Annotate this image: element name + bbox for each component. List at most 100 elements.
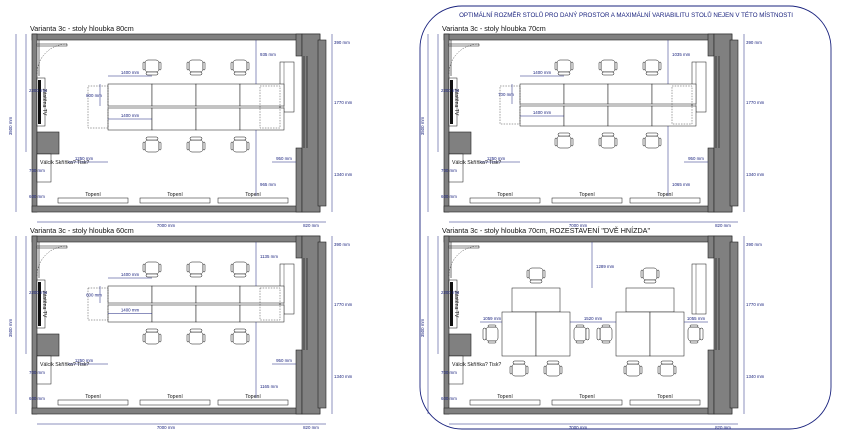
chair xyxy=(186,59,206,76)
wall-right-upper xyxy=(295,33,303,57)
wall-outer-right xyxy=(317,39,327,207)
heater-label: Topení xyxy=(579,192,595,198)
door-swing xyxy=(448,43,480,75)
desk xyxy=(519,83,565,105)
desk xyxy=(239,304,285,323)
dim-right-width: 820 mm xyxy=(303,425,319,430)
wall-bottom xyxy=(31,407,321,415)
dim-left-total: 3500 mm xyxy=(8,319,13,338)
dim-desk-depth: 600 mm xyxy=(86,293,102,298)
dim-left-upper: 2200 mm xyxy=(441,88,460,93)
door-leaf xyxy=(448,245,480,249)
chair xyxy=(230,328,250,345)
desk xyxy=(511,287,561,313)
wall-right-lower xyxy=(707,147,715,213)
tv-panel xyxy=(38,80,41,124)
chair xyxy=(142,136,162,153)
chair xyxy=(554,132,574,149)
dim-right-mid: 1770 mm xyxy=(334,302,353,307)
dim-left-low: 600 mm xyxy=(441,396,457,401)
desk-extension-right xyxy=(671,85,693,125)
wall-right-pier xyxy=(301,235,321,415)
desk xyxy=(151,285,197,304)
door-swing xyxy=(36,43,68,75)
right-cabinet xyxy=(691,263,707,315)
heater-label: Topení xyxy=(85,192,101,198)
desk xyxy=(107,285,153,304)
dim-desk-width: 1400 mm xyxy=(121,70,140,75)
cabinet xyxy=(448,355,464,385)
chair xyxy=(598,59,618,76)
tv-panel xyxy=(450,80,453,124)
chair xyxy=(142,261,162,278)
desk-extension-left xyxy=(499,85,521,125)
heater xyxy=(217,399,289,406)
chair xyxy=(573,324,590,344)
dim-left-upper: 2200 mm xyxy=(29,290,48,295)
dim-left-gap: 1250 mm xyxy=(75,156,94,161)
cabinet xyxy=(36,153,52,183)
dim-left-total: 3500 mm xyxy=(8,117,13,136)
heater-label: Topení xyxy=(245,192,261,198)
wall-top xyxy=(31,235,321,243)
heater xyxy=(139,399,211,406)
dim-right-low: 1340 mm xyxy=(334,374,353,379)
dim-left-upper: 2200 mm xyxy=(29,88,48,93)
dim-desk-width-2: 1400 mm xyxy=(121,308,140,313)
dim-desk-width: 1400 mm xyxy=(533,70,552,75)
wall-left xyxy=(31,33,38,213)
dim-right-top: 390 mm xyxy=(746,242,762,247)
chair xyxy=(642,132,662,149)
dim-right-mid: 1770 mm xyxy=(746,100,765,105)
wall-bottom xyxy=(443,407,733,415)
door-swing xyxy=(36,245,68,277)
plan-title: Varianta 3c - stoly hloubka 80cm xyxy=(30,24,134,33)
wall-outer-right xyxy=(729,241,739,409)
wall-right-lower xyxy=(707,349,715,415)
chair xyxy=(598,132,618,149)
heater-label: Topení xyxy=(579,394,595,400)
floorplan-4: Varianta 3c - stoly hloubka 70cm, ROZEST… xyxy=(420,226,765,430)
wall-bottom xyxy=(443,205,733,213)
chair xyxy=(142,328,162,345)
dim-left-low: 600 mm xyxy=(29,194,45,199)
chair xyxy=(623,360,643,377)
heater-label: Topení xyxy=(497,394,513,400)
desk-extension-left xyxy=(87,287,109,321)
desk xyxy=(151,83,197,107)
dim-right-low: 1340 mm xyxy=(746,172,765,177)
dim-left-mid: 700 mm xyxy=(29,168,45,173)
chair xyxy=(482,324,499,344)
plan-title: Varianta 3c - stoly hloubka 70cm xyxy=(442,24,546,33)
tv-panel xyxy=(38,282,41,326)
cabinet-block xyxy=(36,333,60,357)
cabinet-label: Válcik Skříňka? Tisk? xyxy=(452,160,501,166)
dim-right-mid: 1770 mm xyxy=(334,100,353,105)
desk xyxy=(195,285,241,304)
desk xyxy=(607,105,653,127)
desk xyxy=(239,285,285,304)
wall-outer-right xyxy=(729,39,739,207)
heater xyxy=(139,197,211,204)
optimal-size-note: OPTIMÁLNÍ ROZMĚR STOLŮ PRO DANÝ PROSTOR … xyxy=(459,11,793,19)
chair xyxy=(596,324,613,344)
chair xyxy=(142,59,162,76)
wall-right-upper xyxy=(707,235,715,259)
desk-extension-right xyxy=(259,287,281,321)
desk-extension-left xyxy=(87,85,109,129)
desk xyxy=(535,311,571,357)
tv-label: Zástěna TV xyxy=(453,89,459,116)
cabinet xyxy=(36,355,52,385)
desk xyxy=(239,107,285,131)
dim-left-total: 3500 mm xyxy=(420,319,425,338)
chair xyxy=(526,267,546,284)
heater-label: Topení xyxy=(85,394,101,400)
door-leaf xyxy=(36,43,68,47)
dim-gap-top: 1035 mm xyxy=(672,52,691,57)
chair xyxy=(230,59,250,76)
cabinet-block xyxy=(448,131,472,155)
dim-left-gap: 1250 mm xyxy=(75,358,94,363)
highlight-frame xyxy=(419,5,832,430)
chair xyxy=(642,59,662,76)
